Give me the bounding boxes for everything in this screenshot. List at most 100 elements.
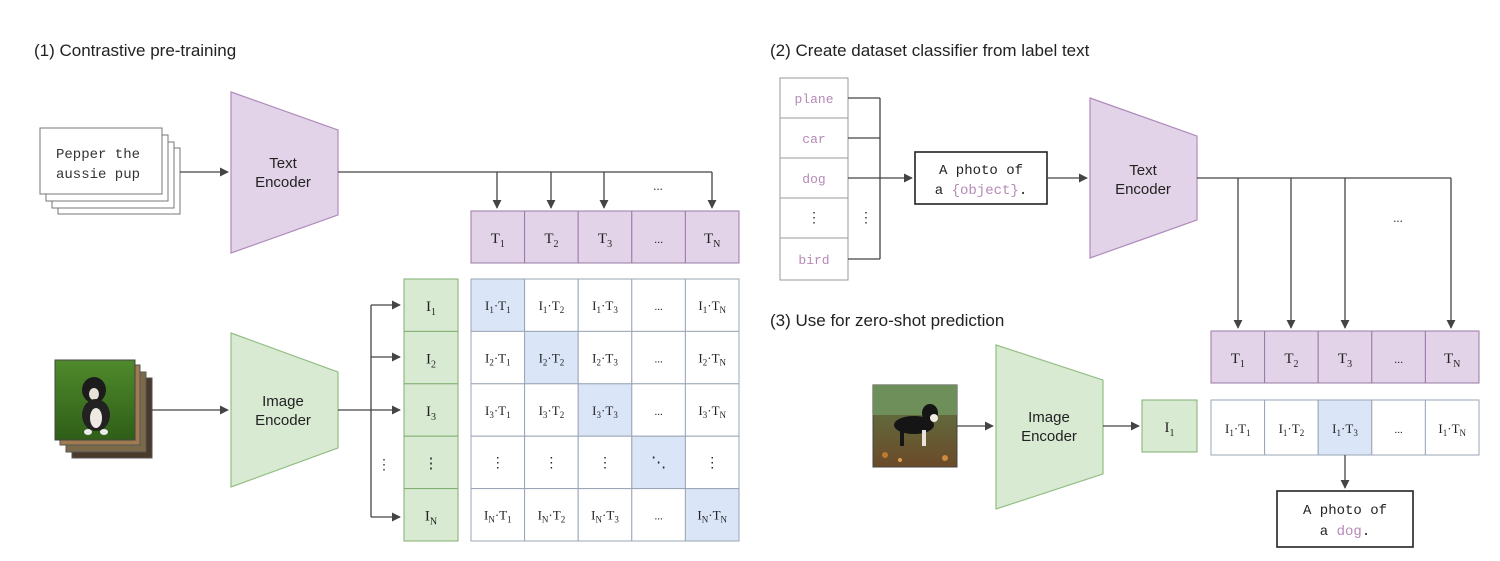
caption-stack: Pepper the aussie pup: [39, 127, 181, 215]
text-encoder-2-label-1: Text: [1129, 162, 1157, 179]
zeroshot-similarity-label-2-t-sub: 3: [1353, 428, 1358, 438]
zeroshot-similarity-label-2-t: T: [1345, 421, 1353, 436]
similarity-label-0-0-dot: ·: [494, 298, 498, 313]
similarity-label-0-0: I1·T1: [485, 298, 511, 315]
image-encoder-label-2: Encoder: [255, 412, 311, 429]
similarity-cell-4-0: [470, 488, 526, 542]
classifier-text-feature-label-0-subscript: 1: [1240, 359, 1245, 370]
text-feature-label-1-subscript: 2: [553, 239, 558, 250]
similarity-label-2-1-dot: ·: [547, 403, 551, 418]
image-feature-label-1-letter: I: [426, 351, 431, 367]
similarity-label-0-2-dot: ·: [601, 298, 605, 313]
text-feature-label-2: T3: [598, 231, 612, 250]
image-feature-label-2: I3: [426, 404, 436, 423]
similarity-label-2-1-t-sub: 2: [560, 410, 565, 420]
label-plane: plane: [794, 92, 833, 107]
similarity-label-2-4-i-sub: 3: [703, 410, 708, 420]
text-feature-label-4-letter: T: [704, 231, 713, 247]
text-encoder-pretrain: Text Encoder: [230, 91, 339, 254]
image-arrows-vdots: ⋮: [377, 458, 391, 473]
svg-text:a dog.: a dog.: [1320, 524, 1370, 540]
similarity-label-0-4-t: T: [712, 298, 720, 313]
image-feature-label-0: I1: [426, 299, 436, 318]
similarity-cell-4-1: [524, 488, 579, 542]
similarity-label-4-4-i: I: [697, 508, 701, 523]
similarity-label-4-0-t: T: [499, 508, 507, 523]
similarity-label-4-2-i: I: [591, 508, 595, 523]
text-feature-label-4: TN: [704, 231, 720, 250]
zeroshot-similarity-label-0-i-sub: 1: [1229, 428, 1234, 438]
text-feature-label-0: T1: [491, 231, 505, 250]
similarity-label-2-0-dot: ·: [494, 403, 498, 418]
similarity-cell-3-3: [631, 435, 686, 490]
zeroshot-similarity-cell-0: [1210, 399, 1266, 456]
similarity-label-1-0-i-sub: 2: [489, 357, 494, 367]
similarity-cell-4-2: [577, 488, 633, 542]
similarity-label-4-1-t-sub: 2: [561, 515, 566, 525]
zeroshot-similarity-label-2-dot: ·: [1341, 421, 1345, 436]
similarity-label-4-3: ...: [654, 511, 663, 523]
zeroshot-similarity-label-1-dot: ·: [1287, 421, 1291, 436]
similarity-label-4-1-i-sub: N: [542, 515, 549, 525]
result-object: dog: [1337, 524, 1362, 540]
similarity-label-1-1-t: T: [552, 350, 560, 365]
text-encoder-label-1: Text: [269, 155, 297, 172]
text-feature-cell-0: [470, 210, 526, 264]
dog-photo-stack-icon: [54, 359, 153, 459]
similarity-label-2-2-dot: ·: [601, 403, 605, 418]
text-feature-cell-3: [631, 210, 686, 264]
zeroshot-similarity-label-0-i: I: [1225, 421, 1229, 436]
classifier-text-feature-label-3: ...: [1394, 352, 1403, 366]
similarity-label-0-0-t-sub: 1: [506, 305, 511, 315]
result-line-2-prefix: a: [1320, 524, 1337, 540]
similarity-label-4-4-t: T: [713, 508, 721, 523]
image-feature-label-1-subscript: 2: [431, 359, 436, 370]
similarity-label-4-2-t-sub: 3: [614, 515, 619, 525]
zeroshot-image-feature: I1: [1141, 399, 1198, 453]
classifier-text-feature-cell-2: [1317, 330, 1373, 384]
image-encoder-label-1: Image: [262, 393, 304, 410]
similarity-label-2-0-t: T: [498, 403, 506, 418]
similarity-label-2-4-i: I: [698, 403, 702, 418]
label-list-vdots: ⋮: [807, 211, 821, 226]
label-dog: dog: [802, 172, 825, 187]
similarity-label-4-2: IN·T3: [591, 508, 619, 525]
similarity-label-0-2-t-sub: 3: [613, 305, 618, 315]
similarity-label-4-2-i-sub: N: [596, 515, 603, 525]
image-encoder-2-label-1: Image: [1028, 409, 1070, 426]
caption-line-2: aussie pup: [56, 167, 140, 183]
similarity-label-2-4-t-sub: N: [720, 410, 727, 420]
image-encoder-pretrain: Image Encoder: [230, 332, 339, 488]
similarity-label-3-4: ⋮: [705, 456, 719, 471]
similarity-label-4-4-dot: ·: [708, 508, 712, 523]
similarity-cell-2-4: [684, 383, 740, 437]
text-feature-label-4-subscript: N: [713, 239, 720, 250]
similarity-label-1-0: I2·T1: [485, 350, 511, 367]
similarity-label-1-0-t-sub: 1: [506, 357, 511, 367]
zeroshot-similarity-label-2-i-sub: 1: [1337, 428, 1342, 438]
text-feature-cell-1: [524, 210, 579, 264]
image-feature-label-2-subscript: 3: [431, 412, 436, 423]
dog-photo-icon: [872, 384, 958, 468]
similarity-label-4-1: IN·T2: [538, 508, 566, 525]
similarity-label-2-1-t: T: [552, 403, 560, 418]
similarity-label-0-4: I1·TN: [698, 298, 726, 315]
similarity-label-0-1-t: T: [552, 298, 560, 313]
zeroshot-similarity-label-0-t-sub: 1: [1246, 428, 1251, 438]
similarity-label-1-1: I2·T2: [539, 350, 565, 367]
similarity-label-1-1-dot: ·: [547, 350, 551, 365]
image-feature-label-3: ⋮: [424, 456, 439, 472]
image-feature-label-4: IN: [425, 509, 437, 528]
text-feature-label-1: T2: [544, 231, 558, 250]
zeroshot-similarity-label-3: ...: [1394, 424, 1403, 436]
section-title-classifier: (2) Create dataset classifier from label…: [770, 41, 1090, 60]
similarity-label-4-1-dot: ·: [548, 508, 552, 523]
similarity-label-0-4-i: I: [698, 298, 702, 313]
section-title-zeroshot: (3) Use for zero-shot prediction: [770, 311, 1004, 330]
similarity-label-2-2-i-sub: 3: [597, 410, 602, 420]
text-feature-label-1-letter: T: [544, 231, 553, 247]
image-feature-label-4-subscript: N: [430, 517, 437, 528]
classifier-text-feature-label-4: TN: [1444, 351, 1460, 370]
